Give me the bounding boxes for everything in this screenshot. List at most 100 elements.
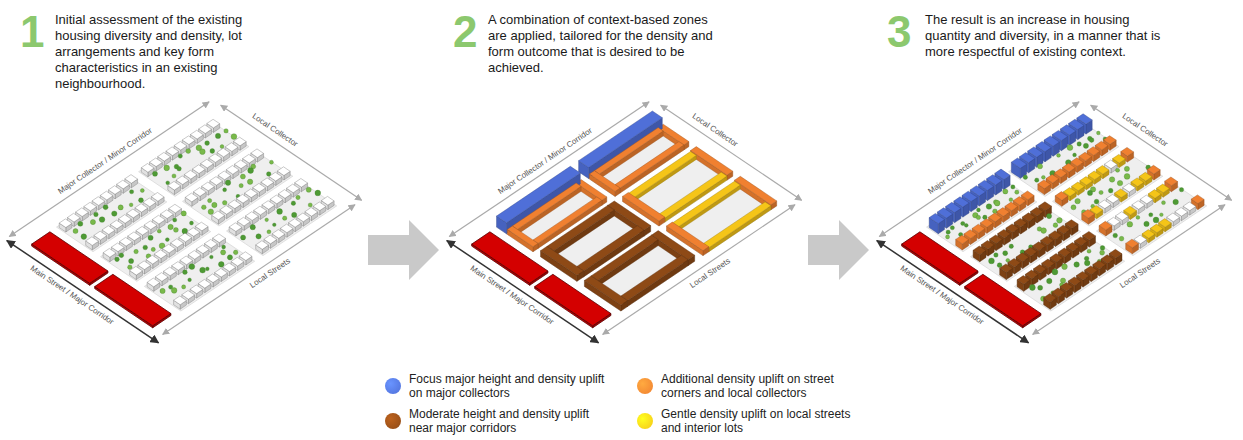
tree [206,267,210,271]
house [261,178,274,187]
tree [1047,278,1052,283]
house [147,278,160,287]
new-housing [1005,202,1018,211]
tree [115,257,120,262]
new-housing [1032,242,1045,251]
house [92,197,105,206]
house [269,172,282,181]
house [94,231,107,240]
new-housing [981,241,994,250]
house [86,237,99,246]
tree [224,129,228,133]
house [270,195,283,204]
new-housing [997,208,1010,217]
house [264,235,277,244]
tree [112,211,117,216]
tree [223,188,227,192]
house [1106,194,1119,203]
tree [201,205,206,210]
tree [129,259,134,264]
new-housing [1087,147,1100,156]
new-housing [1147,165,1160,174]
neighbourhood-panel [877,102,1232,343]
tree [239,184,243,188]
tree [1060,278,1065,283]
house [130,266,143,275]
tree [1119,236,1124,241]
tree [1127,221,1133,227]
house [125,175,138,184]
tree [1097,131,1101,135]
street-arrow [1091,105,1232,200]
new-housing [1054,169,1067,178]
collector-zone [599,131,663,179]
house [152,215,165,224]
new-housing [1099,221,1112,230]
new-housing [1072,182,1085,191]
tree [148,235,153,240]
house [117,180,130,189]
house [272,230,285,239]
new-housing [1066,243,1079,252]
tree [210,255,214,259]
new-housing [1093,260,1106,269]
tree [103,205,108,210]
tree [222,200,227,205]
house [184,170,197,179]
local-zone [709,206,771,252]
legend-entry: Additional density uplift on street corn… [637,372,867,402]
house [111,243,124,252]
new-housing [1024,247,1037,256]
tree [1047,214,1052,219]
house [144,221,157,230]
house [226,166,239,175]
new-housing [1060,283,1073,292]
tree [152,171,157,176]
street-label: Main Street / Major Corridor [467,263,556,327]
tree [296,195,300,199]
new-housing [1058,248,1071,257]
house [209,154,222,163]
new-housing [1039,202,1052,211]
local-zone [634,155,696,201]
tree [189,264,195,270]
house [278,190,291,199]
tree [248,168,254,174]
house [251,149,264,158]
tree [160,288,165,293]
house [234,160,247,169]
tree [977,208,981,212]
street-arrow [163,205,355,335]
tree [130,190,134,194]
house [1175,208,1188,217]
house [199,125,212,134]
new-housing [956,235,969,244]
tree [1113,233,1118,238]
house [187,228,200,237]
street-label: Major Collector / Minor Corridor [925,126,1024,197]
tree [1062,264,1068,270]
house [84,202,97,211]
street-label: Local Collector [689,111,740,149]
tree [1084,260,1090,266]
house [305,208,318,217]
street-label: Local Streets [248,256,293,291]
house [103,249,116,258]
legend-text: Focus major height and density uplift on… [409,372,615,400]
tree [225,180,230,185]
house [236,194,249,203]
tree [1009,244,1013,248]
street-label: Local Collector [1119,111,1170,149]
tree [1052,269,1058,275]
new-housing [1071,158,1084,167]
house [172,262,185,271]
tree [173,218,177,222]
new-housing [1080,177,1093,186]
house [213,234,226,243]
house [223,263,236,272]
new-housing [1115,189,1128,198]
house [243,154,256,163]
tree [989,258,995,264]
house [190,130,203,139]
step-panel: 1Initial assessment of the existing hous… [5,4,362,345]
